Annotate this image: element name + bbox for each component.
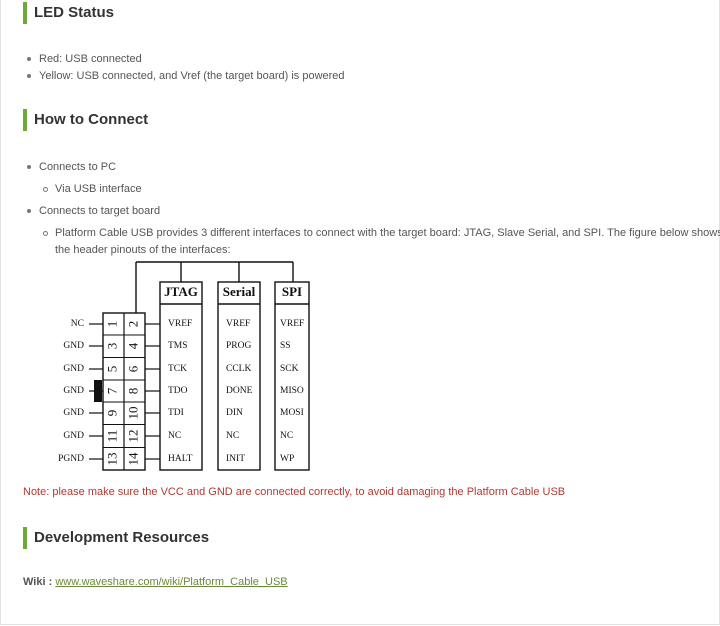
signal-label: SS bbox=[280, 341, 291, 351]
signal-label: CCLK bbox=[226, 364, 251, 374]
signal-label: MISO bbox=[280, 386, 304, 396]
wiki-label: Wiki : bbox=[23, 576, 53, 588]
pin-number: 7 bbox=[104, 387, 119, 394]
signal-label: DIN bbox=[226, 408, 243, 418]
pin-number: 1 bbox=[104, 321, 119, 328]
signal-label: TDI bbox=[168, 408, 184, 418]
warning-note: Note: please make sure the VCC and GND a… bbox=[23, 486, 566, 498]
column-header: SPI bbox=[282, 284, 302, 299]
sub-item-interfaces: Platform Cable USB provides 3 different … bbox=[39, 225, 720, 259]
left-pin-label: NC bbox=[71, 319, 84, 329]
signal-label: SCK bbox=[280, 364, 299, 374]
how-to-connect-heading: How to Connect bbox=[23, 109, 148, 131]
signal-label: HALT bbox=[168, 454, 193, 464]
wiki-link[interactable]: www.waveshare.com/wiki/Platform_Cable_US… bbox=[55, 576, 288, 588]
signal-label: PROG bbox=[226, 341, 251, 351]
signal-label: MOSI bbox=[280, 408, 304, 418]
column-header: JTAG bbox=[164, 284, 198, 299]
list-item-target: Connects to target board bbox=[23, 203, 160, 220]
signal-label: TMS bbox=[168, 341, 188, 351]
left-pin-label: GND bbox=[63, 341, 84, 351]
jtag-column bbox=[159, 281, 203, 471]
list-item-pc: Connects to PC bbox=[23, 159, 116, 176]
left-pin-label: GND bbox=[63, 386, 84, 396]
circle-bullet-icon bbox=[43, 187, 48, 192]
pin-number: 8 bbox=[125, 388, 140, 395]
signal-label: WP bbox=[280, 454, 294, 464]
serial-column bbox=[217, 281, 261, 471]
signal-label: VREF bbox=[280, 319, 304, 329]
signal-label: INIT bbox=[226, 454, 245, 464]
pin-number: 13 bbox=[104, 453, 119, 466]
signal-label: VREF bbox=[226, 319, 250, 329]
signal-label: TCK bbox=[168, 364, 187, 374]
spi-column bbox=[274, 281, 310, 471]
led-status-list: Red: USB connected Yellow: USB connected… bbox=[23, 51, 345, 85]
list-item: Yellow: USB connected, and Vref (the tar… bbox=[23, 68, 345, 85]
pin-number: 14 bbox=[125, 452, 140, 466]
pin-number: 11 bbox=[104, 430, 119, 443]
circle-bullet-icon bbox=[43, 231, 48, 236]
connect-list-2: Connects to target board bbox=[23, 203, 160, 220]
signal-label: TDO bbox=[168, 386, 188, 396]
pin-number: 9 bbox=[104, 410, 119, 417]
pin-number: 3 bbox=[104, 343, 119, 350]
pin-number: 10 bbox=[125, 407, 140, 420]
pin-number: 5 bbox=[104, 366, 119, 373]
signal-label: NC bbox=[226, 431, 239, 441]
left-pin-label: GND bbox=[63, 431, 84, 441]
signal-label: NC bbox=[280, 431, 293, 441]
list-item: Red: USB connected bbox=[23, 51, 345, 68]
pin-number: 12 bbox=[125, 430, 140, 443]
left-pin-label: PGND bbox=[58, 454, 84, 464]
connect-list: Connects to PC bbox=[23, 159, 116, 176]
column-header: Serial bbox=[223, 284, 256, 299]
left-pin-label: GND bbox=[63, 364, 84, 374]
signal-label: DONE bbox=[226, 386, 253, 396]
development-resources-heading: Development Resources bbox=[23, 527, 209, 549]
sub-item-usb: Via USB interface bbox=[39, 181, 142, 198]
pin-number: 6 bbox=[125, 365, 140, 372]
left-pin-label: GND bbox=[63, 408, 84, 418]
pin-number: 4 bbox=[125, 342, 140, 349]
signal-label: NC bbox=[168, 431, 181, 441]
wiki-line: Wiki : www.waveshare.com/wiki/Platform_C… bbox=[23, 576, 288, 588]
signal-label: VREF bbox=[168, 319, 192, 329]
led-status-heading: LED Status bbox=[23, 2, 114, 24]
pin-number: 2 bbox=[125, 321, 140, 328]
